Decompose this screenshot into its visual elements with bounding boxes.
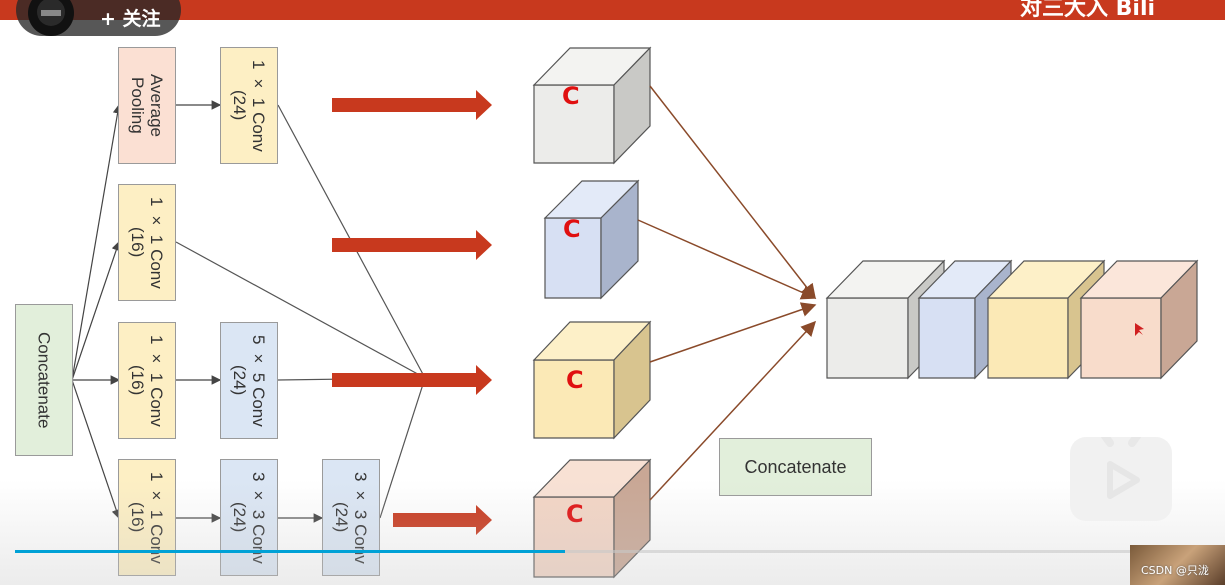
- conv1x1-branch3-box: 1 × 1 Conv (16): [118, 322, 176, 439]
- conv1x1-branch3-label: 1 × 1 Conv (16): [128, 334, 166, 427]
- concatenate-output: Concatenate: [719, 438, 872, 496]
- conv1x1-branch4-box: 1 × 1 Conv (16): [118, 459, 176, 576]
- progress-fill: [15, 550, 565, 553]
- average-pooling-label: Average Pooling: [128, 73, 166, 137]
- cube-3-mark: C: [566, 366, 584, 394]
- cube-3: [532, 320, 652, 440]
- conv5x5-box: 5 × 5 Conv (24): [220, 322, 278, 439]
- average-pooling-box: Average Pooling: [118, 47, 176, 164]
- progress-bar[interactable]: [15, 550, 1210, 553]
- top-right-text: 对三大入 Bili: [1020, 0, 1156, 21]
- concatenate-input-label: Concatenate: [34, 331, 54, 429]
- conv3x3-second-label: 3 × 3 Conv (24): [332, 471, 370, 564]
- fanout-lines: [71, 100, 324, 523]
- conv3x3-first-box: 3 × 3 Conv (24): [220, 459, 278, 576]
- merged-block: [825, 259, 1199, 380]
- conv3x3-first-label: 3 × 3 Conv (24): [230, 471, 268, 564]
- conv1x1-branch4-label: 1 × 1 Conv (16): [128, 471, 166, 564]
- conv1x1-branch2-box: 1 × 1 Conv (16): [118, 184, 176, 301]
- video-title-bar: [0, 0, 1225, 20]
- cube-2-mark: C: [563, 215, 581, 243]
- play-button[interactable]: [1070, 425, 1172, 521]
- follow-pill[interactable]: + 关注: [16, 0, 181, 36]
- red-arrows: [332, 90, 492, 535]
- preview-thumbnail: [1130, 545, 1225, 585]
- conv1x1-branch1-label: 1 × 1 Conv (24): [230, 59, 268, 152]
- merge-connectors: [637, 85, 817, 501]
- converge-lines: [175, 104, 426, 519]
- concatenate-input: Concatenate: [15, 304, 73, 456]
- conv5x5-label: 5 × 5 Conv (24): [230, 334, 268, 427]
- conv1x1-branch2-label: 1 × 1 Conv (16): [128, 196, 166, 289]
- cursor-icon: [1135, 323, 1144, 336]
- conv1x1-branch1-box: 1 × 1 Conv (24): [220, 47, 278, 164]
- avatar[interactable]: [28, 0, 74, 36]
- cube-1-mark: C: [562, 82, 580, 110]
- cube-1: [532, 46, 652, 165]
- follow-button[interactable]: + 关注: [100, 8, 161, 30]
- concatenate-output-label: Concatenate: [744, 456, 847, 477]
- cube-4-mark: C: [566, 500, 584, 528]
- csdn-watermark: CSDN @只泷: [1141, 564, 1209, 577]
- play-icon: [1096, 425, 1146, 499]
- conv3x3-second-box: 3 × 3 Conv (24): [322, 459, 380, 576]
- cube-4: [532, 458, 652, 579]
- cube-2: [543, 179, 640, 300]
- avatar-icon: [37, 0, 65, 26]
